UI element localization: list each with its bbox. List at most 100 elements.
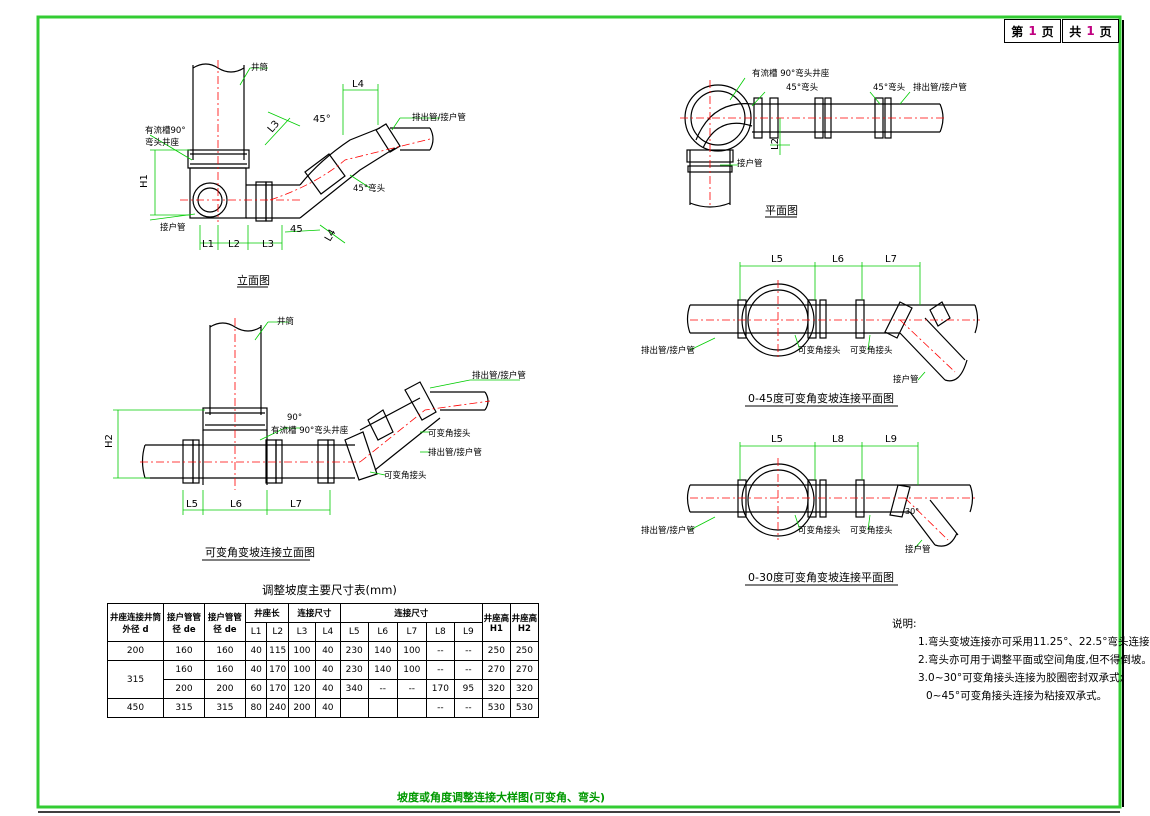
- cell: --: [425, 641, 455, 661]
- cell: --: [367, 679, 398, 699]
- label-lateral-45: 接户管: [893, 374, 919, 385]
- cell: 270: [509, 660, 540, 680]
- dim-L4-a: L4: [352, 79, 364, 90]
- cell: 250: [509, 641, 540, 661]
- th-de2: 接户管管径 de: [203, 603, 246, 642]
- table-title: 调整坡度主要尺寸表(mm): [262, 583, 397, 597]
- label-joint-45-2: 可变角接头: [850, 345, 893, 356]
- label-45-b: 45: [290, 224, 303, 235]
- th-L7: L7: [396, 622, 427, 642]
- notes-title: 说明:: [892, 618, 917, 630]
- th-L3: L3: [287, 622, 316, 642]
- cell: 270: [481, 660, 511, 680]
- cell: 80: [244, 698, 268, 718]
- cell: 160: [163, 660, 205, 680]
- label-base-plan: 有流槽 90°弯头井座: [752, 68, 830, 79]
- dim-L1-a: L1: [202, 239, 214, 250]
- th-L2: L2: [266, 622, 289, 642]
- cell: [396, 698, 427, 718]
- cell: 160: [163, 641, 205, 661]
- plan30-view: [686, 442, 975, 586]
- variable-elevation-view: [113, 318, 520, 561]
- label-joint-30-2: 可变角接头: [850, 525, 893, 536]
- th-H1: 井座高 H1: [481, 603, 511, 642]
- cell: 100: [396, 660, 427, 680]
- th-L5: L5: [339, 622, 369, 642]
- label-outlet-45: 排出管/接户管: [641, 345, 695, 356]
- cell: --: [453, 641, 483, 661]
- cell: 40: [244, 660, 268, 680]
- plan45-view: [686, 262, 980, 407]
- cell: 170: [266, 660, 289, 680]
- cell: 230: [339, 641, 369, 661]
- dim-H1: H1: [139, 174, 150, 188]
- th-L8: L8: [425, 622, 455, 642]
- note-4: 0~45°可变角接头连接为粘接双承式。: [926, 690, 1108, 702]
- th-H2: 井座高 H2: [509, 603, 540, 642]
- cell: 240: [266, 698, 289, 718]
- cell: 200: [287, 698, 316, 718]
- cell: 100: [287, 660, 316, 680]
- cell: 100: [287, 641, 316, 661]
- title-elevation: 立面图: [237, 273, 270, 287]
- title-plan: 平面图: [765, 204, 798, 217]
- label-base-var-2: 有流槽 90°弯头井座: [271, 425, 349, 436]
- th-L6: L6: [367, 622, 398, 642]
- note-2: 2.弯头亦可用于调整平面或空间角度,但不得倒坡。: [918, 654, 1150, 666]
- title-plan30: 0-30度可变角变坡连接平面图: [748, 570, 894, 584]
- th-seat: 井座长: [244, 603, 289, 623]
- cell: 100: [396, 641, 427, 661]
- drawing-title: 坡度或角度调整连接大样图(可变角、弯头): [397, 791, 606, 804]
- th-L9: L9: [453, 622, 483, 642]
- cell: 450: [106, 698, 165, 718]
- label-lateral-1: 接户管: [160, 222, 186, 233]
- note-3: 3.0~30°可变角接头连接为胶圈密封双承式;: [918, 672, 1124, 684]
- label-joint-45-1: 可变角接头: [798, 345, 841, 356]
- cell: --: [425, 698, 455, 718]
- cell: 200: [203, 679, 246, 699]
- cell: 315: [163, 698, 205, 718]
- plan-view: [680, 77, 945, 218]
- cell: 320: [509, 679, 540, 699]
- cell: 315: [203, 698, 246, 718]
- dim-L3-a: L3: [262, 239, 274, 250]
- cell: 340: [339, 679, 369, 699]
- cell: 170: [266, 679, 289, 699]
- dim-L5-var: L5: [186, 499, 198, 510]
- cell: 40: [314, 679, 341, 699]
- cell: 95: [453, 679, 483, 699]
- label-elbow-1: 45°弯头: [353, 183, 386, 194]
- label-outlet-var-1: 排出管/接户管: [472, 370, 526, 381]
- th-d: 井座连接井筒外径 d: [106, 603, 165, 642]
- label-outlet-plan: 排出管/接户管: [913, 82, 967, 93]
- elevation-view: [149, 60, 440, 288]
- cell: 530: [509, 698, 540, 718]
- dim-L2-plan: L2: [770, 138, 781, 150]
- th-conn2: 连接尺寸: [339, 603, 483, 623]
- label-elbow-plan-2: 45°弯头: [873, 82, 906, 93]
- title-plan45: 0-45度可变角变坡连接平面图: [748, 391, 894, 405]
- label-elbow-plan-1: 45°弯头: [786, 82, 819, 93]
- label-base-1b: 弯头井座: [145, 137, 180, 148]
- label-lateral-30: 接户管: [905, 544, 931, 555]
- cell: 200: [163, 679, 205, 699]
- th-de1: 接户管管径 de: [163, 603, 205, 642]
- cell: 320: [481, 679, 511, 699]
- dim-L6-45: L6: [832, 254, 844, 265]
- cell: 530: [481, 698, 511, 718]
- label-joint-30-1: 可变角接头: [798, 525, 841, 536]
- label-outlet-1: 排出管/接户管: [412, 112, 466, 123]
- cell: 115: [266, 641, 289, 661]
- cell: 40: [314, 641, 341, 661]
- label-base-var-1: 90°: [287, 413, 302, 423]
- cell: 120: [287, 679, 316, 699]
- cell: 40: [244, 641, 268, 661]
- cell: 170: [425, 679, 455, 699]
- label-joint-var-1: 可变角接头: [428, 428, 471, 439]
